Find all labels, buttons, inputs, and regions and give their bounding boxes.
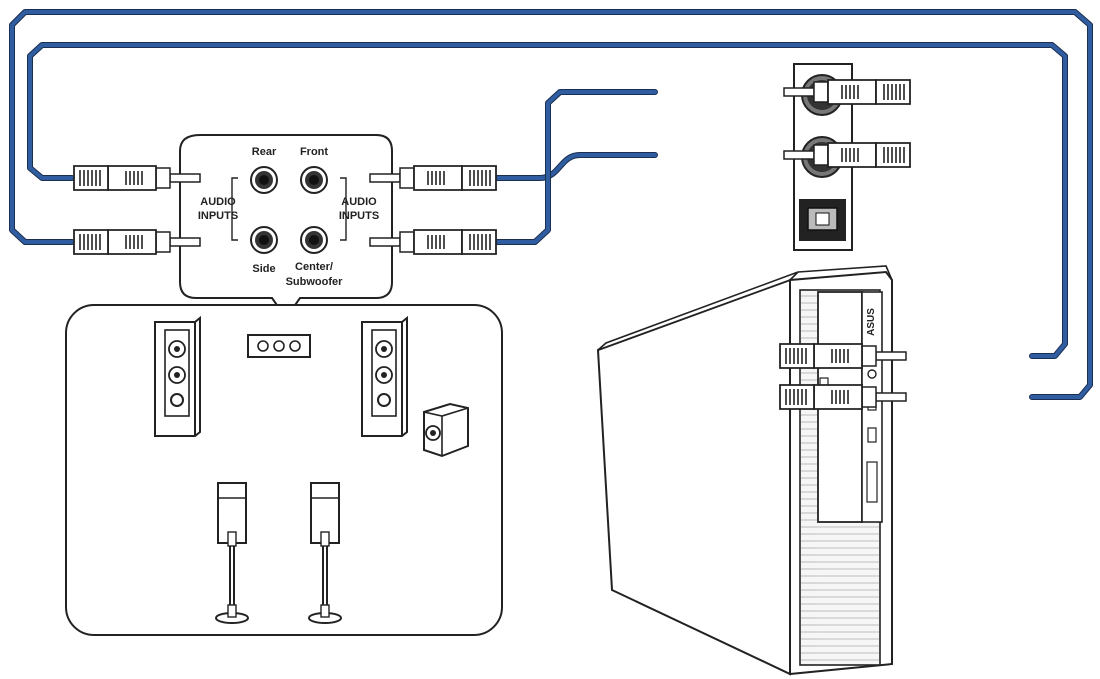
audio-input-panel: Rear Front Side Center/ Subwoofer AUDIO … [179, 134, 393, 320]
audio-cables [9, 9, 1093, 400]
cable-outer [10, 10, 1092, 399]
label-audio-inputs-left-1: AUDIO [200, 196, 236, 208]
label-side: Side [252, 263, 275, 275]
pc-brand-logo: ASUS [866, 308, 877, 336]
cable-right-lower [494, 90, 657, 244]
jack-side[interactable] [250, 226, 278, 254]
label-audio-inputs-left-2: INPUTS [198, 210, 238, 222]
subwoofer-icon [423, 402, 469, 458]
front-left-speaker-icon [154, 315, 201, 437]
speaker-system [65, 304, 503, 636]
label-subwoofer: Subwoofer [286, 276, 344, 288]
surround-left-speaker-icon [215, 482, 249, 624]
optical-port-icon [799, 199, 846, 241]
label-audio-inputs-right-1: AUDIO [341, 196, 377, 208]
label-rear: Rear [252, 146, 277, 158]
jack-center-subwoofer[interactable] [300, 226, 328, 254]
cable-right-upper [494, 153, 657, 180]
label-audio-inputs-right-2: INPUTS [339, 210, 379, 222]
label-center: Center/ [295, 261, 333, 273]
surround-right-speaker-icon [308, 482, 342, 624]
speaker-connector [247, 334, 311, 358]
cable-inner [28, 43, 1067, 358]
label-front: Front [300, 146, 328, 158]
jack-front[interactable] [300, 166, 328, 194]
jack-rear[interactable] [250, 166, 278, 194]
front-right-speaker-icon [361, 315, 408, 437]
pc-tower-icon: ASUS [596, 265, 893, 676]
